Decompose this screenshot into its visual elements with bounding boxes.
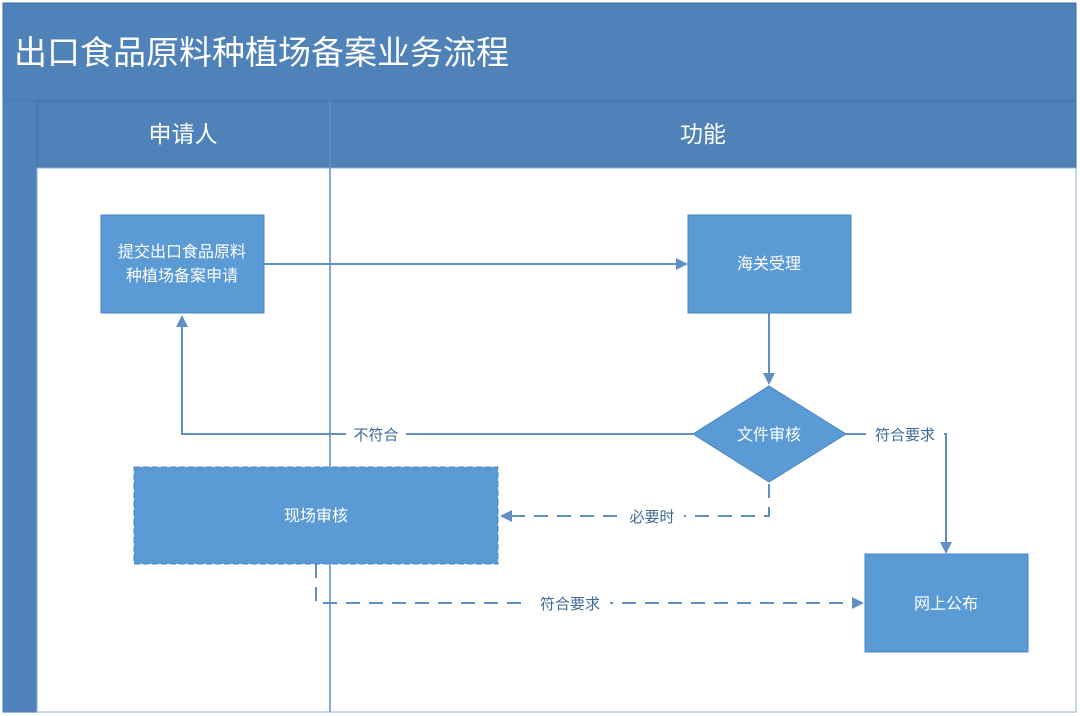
node-submit-label-line1: 提交出口食品原料 <box>118 242 246 261</box>
label-bg-not-compliant <box>346 424 406 444</box>
node-accept-label: 海关受理 <box>737 254 801 273</box>
lane-header-applicant <box>36 100 331 169</box>
node-review-label: 文件审核 <box>737 425 801 444</box>
node-publish-label: 网上公布 <box>914 594 978 613</box>
edge-onsite-to-publish <box>315 564 864 609</box>
edge-review-to-submit <box>176 315 693 435</box>
diagram-title: 出口食品原料种植场备案业务流程 <box>14 33 509 72</box>
edge-label-when-needed: 必要时 <box>629 508 674 526</box>
node-submit-application <box>100 214 265 314</box>
lane-label-function: 功能 <box>680 122 726 148</box>
node-onsite-review <box>133 466 499 565</box>
left-band <box>3 101 37 712</box>
lane-label-applicant: 申请人 <box>149 122 218 148</box>
edge-label-compliant-2: 符合要求 <box>540 595 600 613</box>
edge-label-not-compliant: 不符合 <box>353 426 398 444</box>
edge-label-compliant-1: 符合要求 <box>875 426 935 444</box>
edge-review-to-onsite <box>500 484 770 522</box>
node-onsite-label: 现场审核 <box>284 506 348 525</box>
node-online-publish <box>864 553 1029 653</box>
label-bg-compliant-1 <box>866 424 944 444</box>
label-bg-when-needed <box>620 506 684 526</box>
label-bg-compliant-2 <box>530 593 610 613</box>
node-customs-acceptance <box>687 214 852 314</box>
node-submit-label-line2: 种植场备案申请 <box>126 266 238 285</box>
node-document-review <box>692 385 847 483</box>
